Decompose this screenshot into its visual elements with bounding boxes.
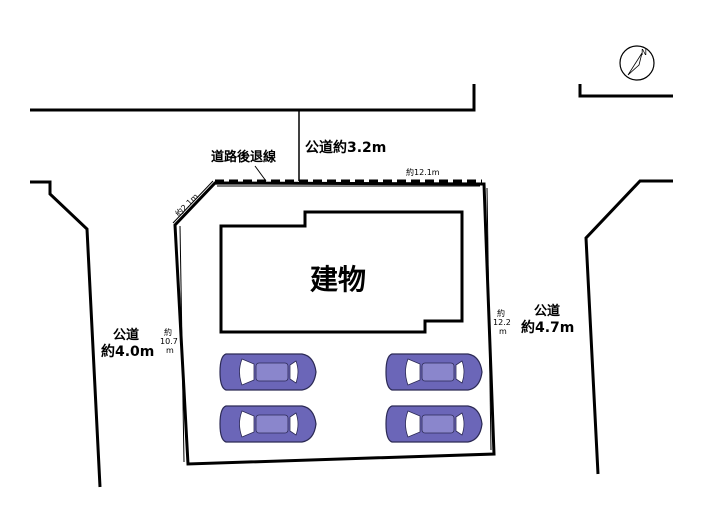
- car-rear-window: [289, 412, 299, 436]
- dim-left-label-2: 10.7: [160, 337, 178, 346]
- road-left-label-2: 約4.0m: [101, 343, 154, 360]
- car-windshield: [239, 410, 255, 438]
- car: [219, 405, 317, 443]
- dim-right-line: [486, 187, 492, 451]
- car-windshield: [239, 358, 255, 386]
- road-left-label-1: 公道: [113, 327, 139, 343]
- road-right-label-2: 約4.7m: [521, 319, 574, 336]
- road-top-label: 公道約3.2m: [305, 139, 386, 156]
- road-edges: [30, 84, 673, 488]
- road-top-edge: [30, 84, 476, 112]
- dim-left-label-1: 約: [164, 327, 172, 337]
- north-arrow-icon: N: [619, 45, 655, 81]
- car: [385, 405, 483, 443]
- compass-north-label: N: [641, 48, 647, 57]
- car-roof: [421, 362, 455, 382]
- building-label: 建物: [310, 263, 366, 296]
- compass-needle-outline: [627, 52, 643, 76]
- car-rear-window: [289, 360, 299, 384]
- car-rear-window: [455, 360, 465, 384]
- car: [385, 353, 483, 391]
- dim-left-label-3: m: [166, 346, 174, 355]
- road-top-right-edge: [578, 84, 673, 98]
- compass-circle: [619, 45, 655, 81]
- parking-area: [219, 353, 483, 443]
- setback-label: 道路後退線: [211, 149, 277, 165]
- dim-corner-line: [172, 180, 214, 224]
- dim-right-label-1: 約: [497, 308, 505, 318]
- car-roof: [421, 414, 455, 434]
- road-right-edge: [584, 179, 673, 475]
- road-left-edge: [30, 180, 102, 488]
- road-right-label-1: 公道: [534, 303, 560, 319]
- car: [219, 353, 317, 391]
- building-footprint: [219, 210, 464, 334]
- car-windshield: [405, 410, 421, 438]
- setback-leader: [254, 165, 267, 182]
- car-roof: [255, 362, 289, 382]
- dim-left-line: [179, 225, 185, 463]
- dim-right-label-2: 12.2: [493, 318, 511, 327]
- car-windshield: [405, 358, 421, 386]
- dim-top-label: 約12.1m: [406, 167, 440, 177]
- dim-right-label-3: m: [499, 327, 507, 336]
- car-roof: [255, 414, 289, 434]
- car-rear-window: [455, 412, 465, 436]
- dimension-lines: [172, 180, 492, 463]
